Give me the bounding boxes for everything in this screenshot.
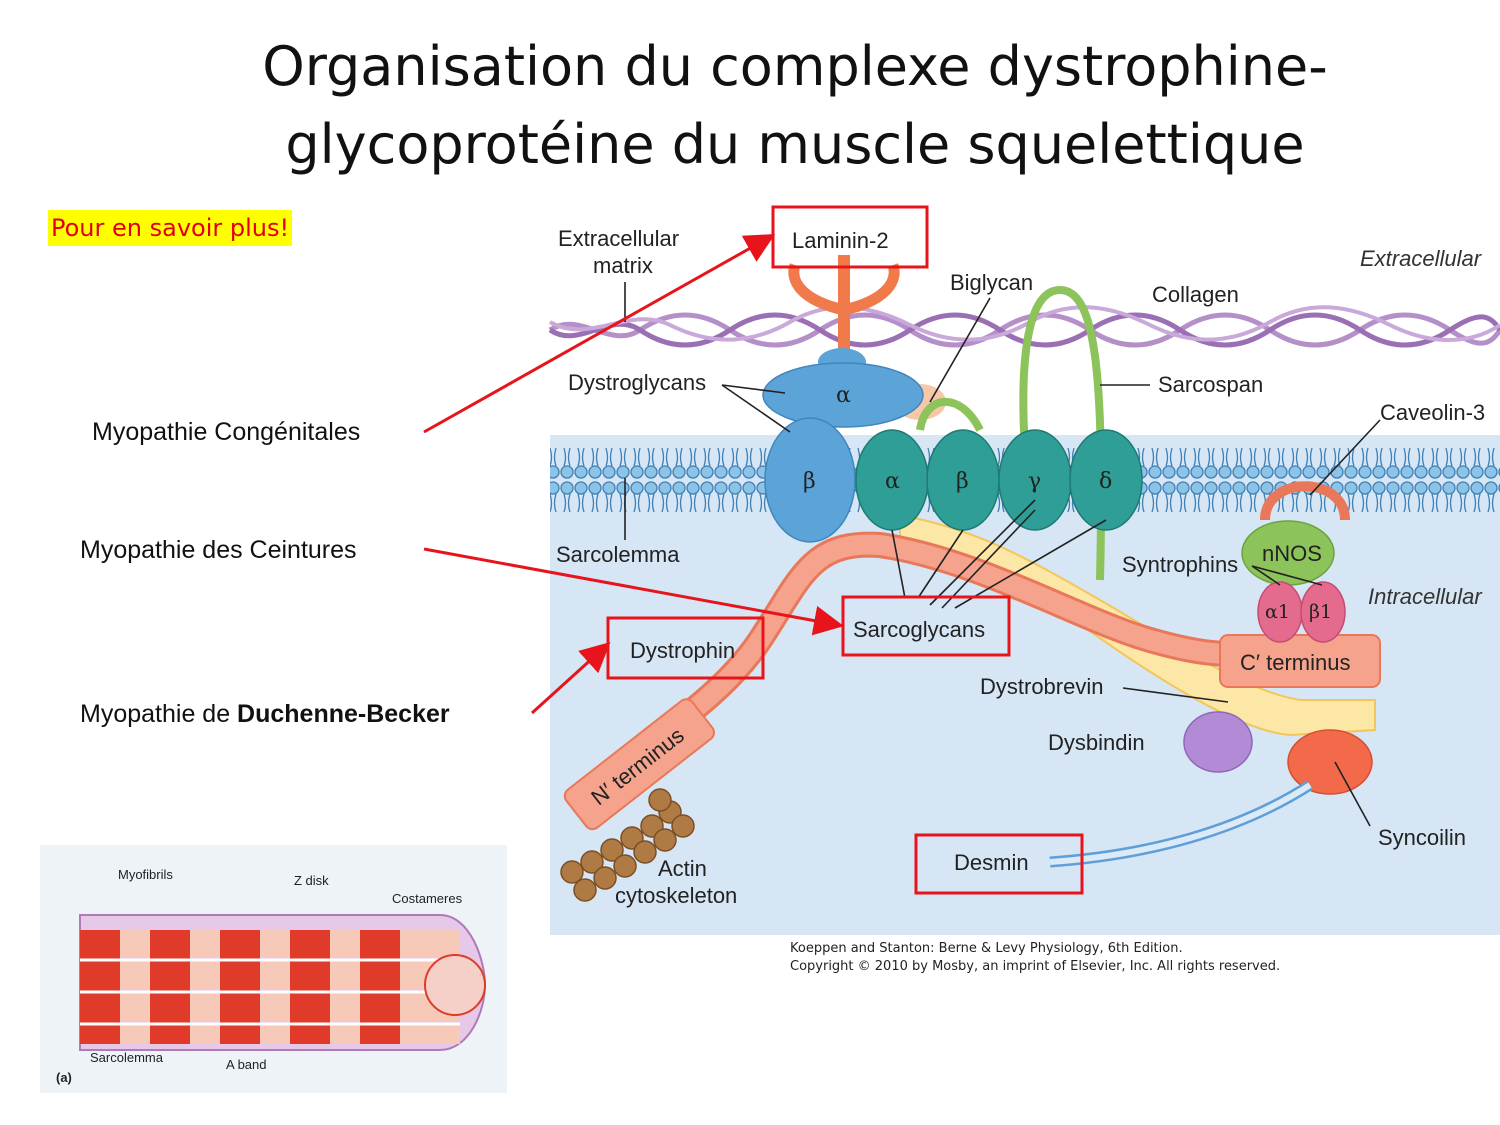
leader-lines xyxy=(624,282,1381,827)
alpha-dystroglycan xyxy=(762,362,924,428)
beta-dystroglycan xyxy=(764,417,856,543)
inset-panel-label: (a) xyxy=(56,1070,72,1085)
c-terminus-label: C′ terminus xyxy=(1240,650,1350,675)
label-sarcolemma: Sarcolemma xyxy=(556,542,680,567)
beta1-label: β1 xyxy=(1309,601,1332,623)
label-actin-2: cytoskeleton xyxy=(615,883,737,908)
label-dystrobrevin: Dystrobrevin xyxy=(980,674,1103,699)
label-myopathie-congenitales: Myopathie Congénitales xyxy=(92,418,361,446)
label-sarcospan: Sarcospan xyxy=(1158,372,1263,397)
syncoilin-shape xyxy=(1287,729,1373,795)
dystrophin-rod xyxy=(580,534,1310,800)
title-line-1: Organisation du complexe dystrophine- xyxy=(262,35,1328,98)
greek-beta-dg: β xyxy=(803,469,816,494)
label-sarcoglycans: Sarcoglycans xyxy=(853,617,985,642)
label-dysbindin: Dysbindin xyxy=(1048,730,1145,755)
box-desmin xyxy=(914,833,1084,895)
actin-cytoskeleton-shape xyxy=(560,788,695,902)
alpha1-label: α1 xyxy=(1265,601,1290,623)
label-myopathie-ceintures: Myopathie des Ceintures xyxy=(80,536,357,564)
label-extracellular-matrix-2: matrix xyxy=(593,253,653,278)
sarcoglycan-complex: α β γ δ xyxy=(855,429,1143,531)
greek-beta-sg: β xyxy=(956,469,969,494)
inset-label-z-disk: Z disk xyxy=(294,873,329,888)
inset-label-costameres: Costameres xyxy=(392,891,463,906)
c-terminus-shape xyxy=(1219,634,1381,688)
label-desmin: Desmin xyxy=(954,850,1029,875)
greek-alpha-dg: α xyxy=(836,383,851,408)
nnos-label: nNOS xyxy=(1262,541,1322,566)
duchenne-bold: Duchenne-Becker xyxy=(237,700,450,728)
slide-title: Organisation du complexe dystrophine- gl… xyxy=(230,28,1360,184)
caveolin-shape xyxy=(1260,481,1350,521)
credit-line-2: Copyright © 2010 by Mosby, an imprint of… xyxy=(790,959,1281,974)
label-dystroglycans: Dystroglycans xyxy=(568,370,706,395)
label-actin-1: Actin xyxy=(658,856,707,881)
n-terminus-shape: N′ terminus xyxy=(563,698,715,831)
label-syntrophins: Syntrophins xyxy=(1122,552,1238,577)
label-intracellular: Intracellular xyxy=(1368,584,1483,609)
red-arrows xyxy=(423,234,844,715)
arrow-duchenne-to-dystrophin xyxy=(530,641,611,715)
label-myopathie-duchenne: Myopathie de Duchenne-Becker xyxy=(80,700,450,729)
label-biglycan: Biglycan xyxy=(950,270,1033,295)
arrow-congenital-to-laminin xyxy=(423,234,776,434)
title-line-2: glycoprotéine du muscle squelettique xyxy=(285,113,1305,176)
dysbindin-shape xyxy=(1183,711,1253,773)
arrow-ceintures-to-sarcoglycans xyxy=(423,547,844,636)
duchenne-prefix: Myopathie de xyxy=(80,700,238,728)
sarcospan-loop-small xyxy=(916,397,984,432)
credit-line-1: Koeppen and Stanton: Berne & Levy Physio… xyxy=(790,941,1183,956)
greek-alpha-sg: α xyxy=(885,469,900,494)
desmin-filament xyxy=(1049,782,1312,865)
label-extracellular-matrix-1: Extracellular xyxy=(558,226,679,251)
label-caveolin: Caveolin-3 xyxy=(1380,400,1485,425)
greek-gamma-sg: γ xyxy=(1028,469,1041,494)
label-dystrophin: Dystrophin xyxy=(630,638,735,663)
greek-delta-sg: δ xyxy=(1099,469,1112,494)
laminin-shape xyxy=(788,255,900,350)
figure-credit: Koeppen and Stanton: Berne & Levy Physio… xyxy=(790,940,1280,976)
label-syncoilin: Syncoilin xyxy=(1378,825,1466,850)
label-laminin: Laminin-2 xyxy=(792,228,889,253)
inset-label-myofibrils: Myofibrils xyxy=(118,867,173,882)
inset-label-a-band: A band xyxy=(226,1057,267,1072)
inset-myofibrils xyxy=(80,930,486,1044)
inset-label-sarcolemma: Sarcolemma xyxy=(90,1050,164,1065)
inset-muscle-fiber: Myofibrils Z disk Costameres Sarcolemma … xyxy=(40,845,507,1093)
syntrophin-beta1 xyxy=(1300,581,1346,643)
label-extracellular: Extracellular xyxy=(1360,246,1483,271)
sarcoglycan-delta xyxy=(1069,429,1143,531)
label-collagen: Collagen xyxy=(1152,282,1239,307)
more-info-link[interactable]: Pour en savoir plus! xyxy=(48,210,293,246)
